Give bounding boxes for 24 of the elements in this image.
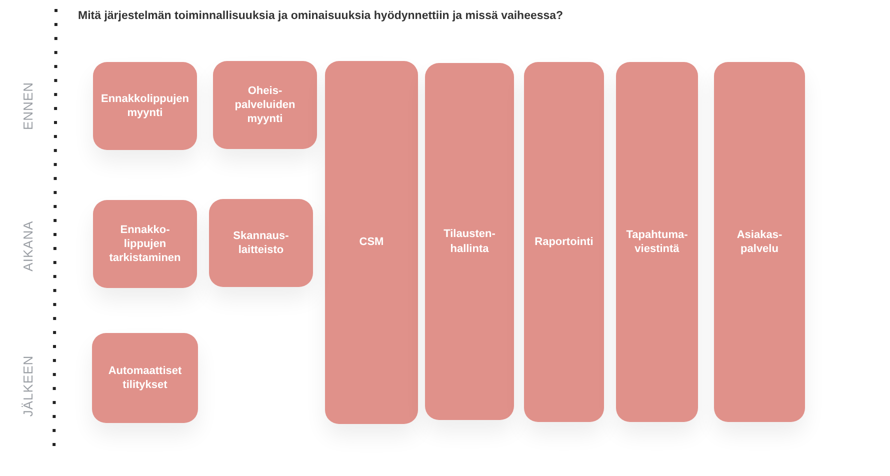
feature-card — [93, 62, 197, 150]
card-label: Tapahtuma- viestintä — [625, 228, 689, 256]
feature-card — [714, 62, 805, 422]
card-label: Skannaus- laitteisto — [232, 228, 290, 258]
feature-card — [213, 61, 317, 149]
feature-card — [616, 62, 698, 422]
card-label: Ennakko- lippujen tarkistaminen — [108, 222, 182, 266]
card-label: Raportointi — [534, 234, 594, 250]
card-label: Automaattiset tilitykset — [107, 364, 183, 392]
feature-card — [209, 199, 313, 287]
card-label: Tilausten- hallinta — [442, 227, 496, 256]
card-label: Oheis- palveluiden myynti — [234, 84, 296, 126]
feature-card — [92, 333, 198, 423]
card-label: CSM — [359, 235, 384, 250]
phase-label: JÄLKEEN — [20, 355, 36, 417]
chart-title: Mitä järjestelmän toiminnallisuuksia ja ominaisuuksia hyödynnettiin ja missä vaiheessa? — [78, 10, 564, 22]
card-label: Ennakkolippujen myynti — [100, 92, 190, 120]
phase-label: AIKANA — [20, 220, 36, 272]
phase-label: ENNEN — [20, 82, 36, 130]
feature-card — [524, 62, 604, 422]
card-label: Asiakas- palvelu — [736, 228, 784, 256]
feature-card — [425, 63, 514, 420]
feature-card — [93, 200, 197, 288]
feature-card — [325, 61, 418, 424]
